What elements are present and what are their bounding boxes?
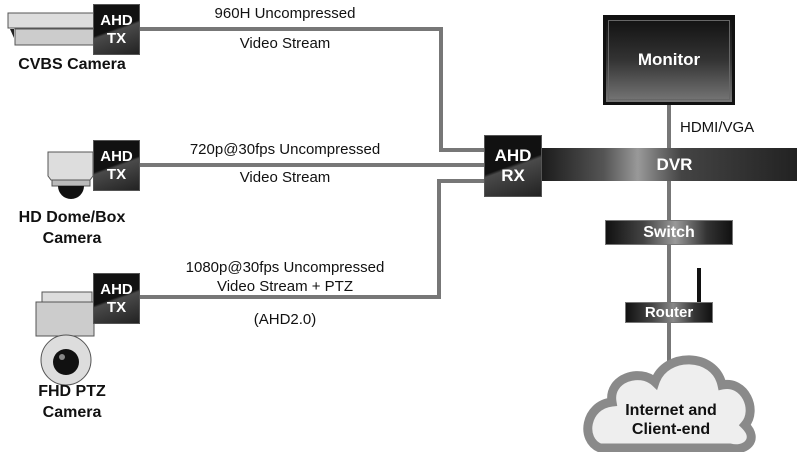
tx-label: TX bbox=[106, 29, 127, 47]
cvbs-camera-label: CVBS Camera bbox=[18, 56, 126, 73]
hd-stream-label-2: Video Stream bbox=[239, 169, 331, 186]
cloud-label-2: Client-end bbox=[631, 421, 711, 438]
tx-label: AHD bbox=[100, 147, 133, 165]
rx-label: RX bbox=[501, 166, 525, 185]
hd-camera-label-1: HD Dome/Box bbox=[18, 209, 126, 226]
monitor-label: Monitor bbox=[637, 50, 701, 69]
fhd-stream-label-2: Video Stream + PTZ bbox=[216, 278, 354, 295]
switch-box: Switch bbox=[605, 220, 733, 245]
switch-label: Switch bbox=[643, 223, 695, 241]
router-label: Router bbox=[644, 304, 694, 321]
fhd-stream-note: (AHD2.0) bbox=[253, 311, 317, 328]
cvbs-camera-icon bbox=[7, 12, 95, 46]
cvbs-stream-label-2: Video Stream bbox=[239, 35, 331, 52]
ptz-camera-icon bbox=[35, 291, 95, 386]
ahd-rx-box: AHD RX bbox=[484, 135, 542, 197]
ahd-tx-box-hd: AHD TX bbox=[93, 140, 140, 191]
tx-label: TX bbox=[106, 298, 127, 316]
cvbs-link-line bbox=[140, 27, 486, 152]
router-box: Router bbox=[625, 302, 713, 323]
fhd-camera-label-1: FHD PTZ bbox=[38, 383, 106, 400]
dvr-label: DVR bbox=[656, 154, 693, 174]
tx-label: AHD bbox=[100, 11, 133, 29]
cvbs-stream-label-1: 960H Uncompressed bbox=[214, 5, 356, 22]
rx-label: AHD bbox=[494, 146, 532, 165]
fhd-link-line bbox=[140, 179, 486, 299]
hd-camera-label-2: Camera bbox=[42, 230, 102, 247]
fhd-stream-label-1: 1080p@30fps Uncompressed bbox=[185, 259, 385, 276]
ahd-tx-box-cvbs: AHD TX bbox=[93, 4, 140, 55]
dome-camera-icon bbox=[47, 151, 94, 199]
cloud-label-1: Internet and bbox=[625, 402, 717, 419]
hdmi-vga-label: HDMI/VGA bbox=[680, 119, 755, 136]
hd-stream-label-1: 720p@30fps Uncompressed bbox=[189, 141, 381, 158]
cloud-icon bbox=[583, 355, 756, 452]
tx-label: TX bbox=[106, 165, 127, 183]
ahd-tx-box-fhd: AHD TX bbox=[93, 273, 140, 324]
monitor-box: Monitor bbox=[603, 15, 735, 105]
dvr-box: DVR bbox=[540, 148, 797, 181]
fhd-camera-label-2: Camera bbox=[42, 404, 102, 421]
tx-label: AHD bbox=[100, 280, 133, 298]
